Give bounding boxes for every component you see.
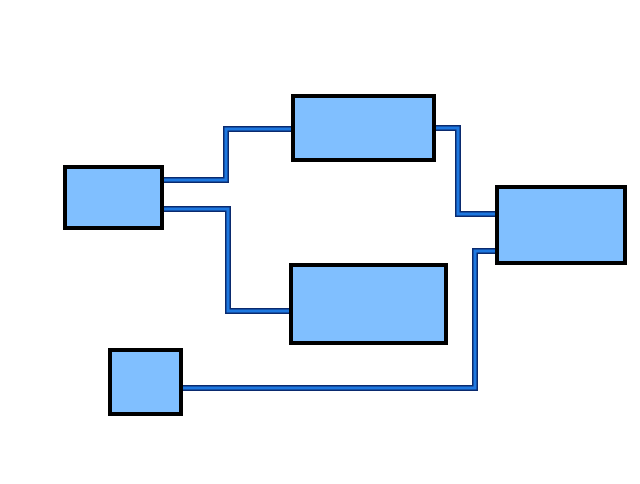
middle-box[interactable] [289,263,448,345]
connector-left-to-top [163,126,293,183]
connector-top-to-right-fill [435,126,497,216]
connector-bottom-to-right-fill [182,249,497,390]
connector-top-to-right [435,125,497,217]
connector-left-to-top-fill [163,127,293,182]
left-box[interactable] [63,165,164,230]
nodes-layer [63,94,627,416]
connector-left-to-middle [163,206,291,314]
connections-layer [163,125,497,391]
right-box[interactable] [495,185,627,265]
bottom-box[interactable] [108,348,183,416]
connector-left-to-middle-fill [163,207,291,313]
connector-bottom-to-right [182,248,497,391]
top-box[interactable] [291,94,436,162]
